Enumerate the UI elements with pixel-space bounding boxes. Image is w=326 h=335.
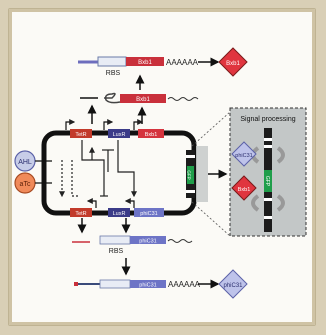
gene-luxr-bottom-label: LuxR xyxy=(113,211,126,217)
inducer-atc: aTc xyxy=(14,172,52,194)
bxb1-protein-top xyxy=(218,47,248,77)
gene-phic31-bottom-label: phiC31 xyxy=(140,211,157,217)
panel-reporter-label: GFP xyxy=(264,176,270,187)
hairpin-transcript-row: Bxb1 xyxy=(80,92,199,104)
inducer-ahl: AHL xyxy=(14,150,52,172)
reporter-label: GFP xyxy=(187,170,192,179)
bottom-translation-row: phiC31 AAAAAA phiC31 xyxy=(74,269,248,299)
panel-bxb1-protein xyxy=(231,175,257,201)
phic31-protein-bottom-label: phiC31 xyxy=(223,283,243,289)
inducer-ahl-label: AHL xyxy=(18,159,32,166)
polya-wave-bottom xyxy=(167,239,193,243)
phic31-transcript-final xyxy=(130,280,166,288)
inducer-atc-label: aTc xyxy=(20,181,31,188)
gene-tetr-top xyxy=(70,129,92,138)
rbs-label-top: RBS xyxy=(106,70,121,77)
bxb1-transcript-loop xyxy=(120,94,166,103)
reporter-zoom-shadow xyxy=(196,146,208,202)
gene-phic31-bottom xyxy=(134,208,164,217)
phic31-transcript-bottom xyxy=(130,236,166,244)
bxb1-transcript-top-label: Bxb1 xyxy=(138,60,152,66)
regulation-lines xyxy=(59,140,137,198)
plasmid-ring xyxy=(41,130,197,216)
gene-tetr-top-label: TetR xyxy=(75,132,86,138)
bxb1-protein-top-label: Bxb1 xyxy=(226,61,240,67)
phic31-protein-bottom xyxy=(218,269,248,299)
panel-bxb1-label: Bxb1 xyxy=(238,187,251,193)
reporter-cassette: GFP xyxy=(186,111,231,237)
bottom-transcript-row: RBS phiC31 xyxy=(72,235,193,255)
hairpin-loop xyxy=(104,92,121,104)
bxb1-transcript-loop-label: Bxb1 xyxy=(136,97,150,103)
promoter-top-2 xyxy=(103,119,114,130)
phic31-transcript-bottom-label: phiC31 xyxy=(139,239,156,245)
polya-bottom: AAAAAA xyxy=(168,280,201,289)
gene-tetr-bottom-label: TetR xyxy=(75,211,86,217)
polya-wave-loop xyxy=(167,97,199,101)
gene-luxr-top xyxy=(108,129,130,138)
top-translation-row: RBS Bxb1 AAAAAA Bxb1 xyxy=(78,47,248,77)
promoter-top-3 xyxy=(133,119,144,130)
plasmid-top-genes: TetR LuxR Bxb1 xyxy=(65,119,164,138)
gene-bxb1-top xyxy=(138,129,164,138)
gene-bxb1-top-label: Bxb1 xyxy=(145,132,158,138)
promoter-bottom-2 xyxy=(124,198,135,208)
plasmid-bottom-genes: TetR LuxR phiC31 xyxy=(70,198,164,217)
signal-processing-title: Signal processing xyxy=(240,116,295,123)
polya-top: AAAAAA xyxy=(166,58,199,67)
panel-reporter-gene xyxy=(264,170,272,192)
panel-phic31-protein xyxy=(231,141,257,167)
gene-luxr-top-label: LuxR xyxy=(113,132,126,138)
reporter-gene xyxy=(187,166,194,184)
gene-luxr-bottom xyxy=(108,208,130,217)
signal-processing-panel: Signal processing GFP phiC31 Bxb1 xyxy=(229,107,307,237)
gene-tetr-bottom xyxy=(70,208,92,217)
phic31-transcript-final-label: phiC31 xyxy=(139,283,156,289)
rbs-box-top xyxy=(97,56,127,67)
bxb1-transcript-top xyxy=(126,57,164,66)
rbs-label-bottom: RBS xyxy=(109,248,124,255)
promoter-bottom-1 xyxy=(86,198,97,208)
promoter-top-1 xyxy=(65,119,76,130)
panel-phic31-label: phiC31 xyxy=(235,153,252,159)
